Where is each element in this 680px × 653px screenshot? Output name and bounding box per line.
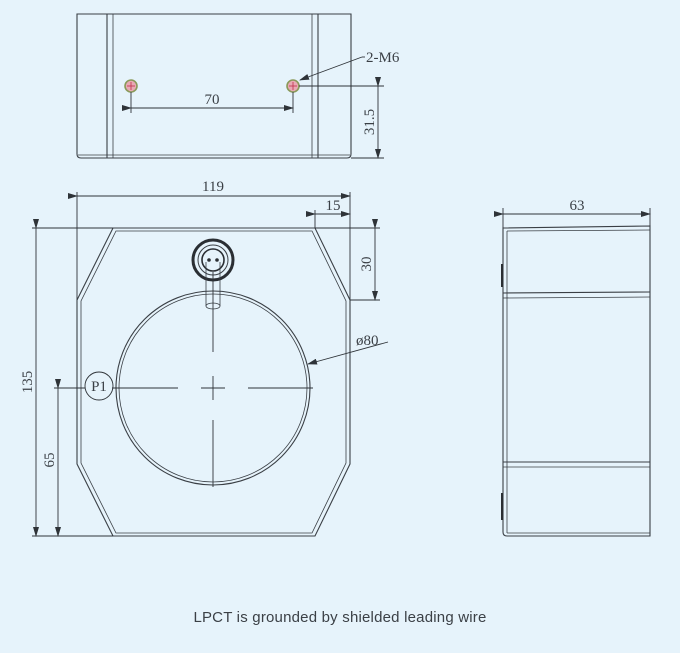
height-label: 135	[20, 371, 36, 394]
bore	[112, 272, 313, 487]
dimension-chamfer-horizontal: 15	[306, 198, 351, 228]
chamfer-horizontal-label: 15	[326, 198, 341, 214]
dimension-width: 119	[68, 179, 351, 300]
dimension-hole-offset: 31.5	[299, 77, 384, 159]
dimension-depth: 63	[494, 198, 651, 228]
p1-label: P1	[91, 379, 107, 395]
mounting-hole-left	[124, 79, 138, 93]
front-view: ø80 P1 119 15 30	[20, 179, 389, 537]
dimension-height: 135	[20, 219, 113, 537]
chamfer-vertical-label: 30	[359, 257, 375, 272]
dimension-chamfer-vertical: 30	[315, 219, 380, 301]
top-view: 70 2-M6 31.5	[76, 13, 400, 159]
point-p1: P1	[84, 371, 114, 401]
bore-diameter-label: ø80	[356, 333, 379, 349]
dimension-center-height: 65	[42, 379, 85, 537]
center-height-label: 65	[42, 453, 58, 468]
side-view: 63	[494, 198, 651, 537]
hole-spacing-label: 70	[205, 92, 220, 108]
mounting-hole-right	[286, 79, 300, 93]
width-label: 119	[202, 179, 224, 195]
hole-callout: 2-M6	[299, 50, 400, 81]
hole-callout-label: 2-M6	[366, 50, 400, 66]
depth-label: 63	[570, 198, 585, 214]
hole-offset-label: 31.5	[362, 109, 378, 135]
dimension-hole-spacing: 70	[122, 92, 294, 113]
figure-caption: LPCT is grounded by shielded leading wir…	[193, 609, 487, 626]
dimension-bore-diameter: ø80	[307, 333, 389, 365]
